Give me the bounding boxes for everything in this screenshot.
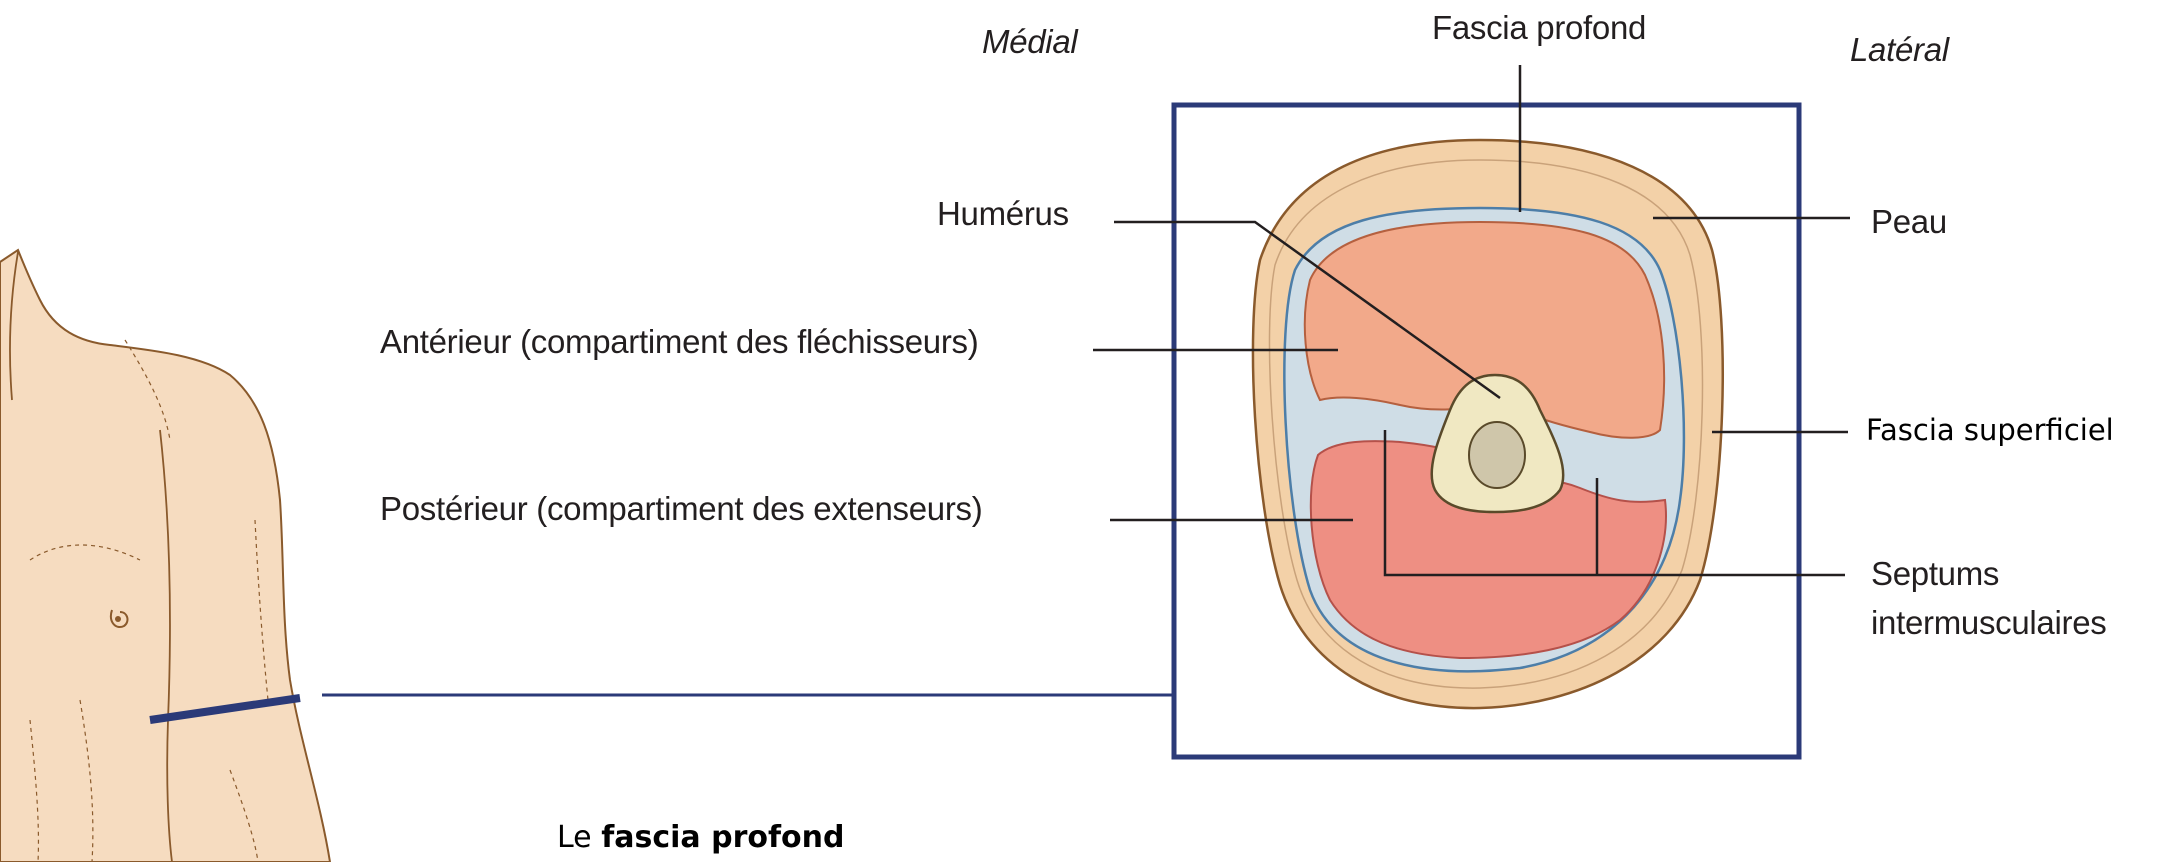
caption: Le fascia profond [557,818,844,857]
posterior-compartment-label: Postérieur (compartiment des extenseurs) [380,489,982,529]
peau-label: Peau [1871,202,1947,242]
humerus-label: Humérus [937,194,1069,234]
caption-prefix: Le [557,820,601,855]
humerus-marrow [1469,422,1525,488]
fascia-profond-label: Fascia profond [1432,8,1646,48]
lateral-label: Latéral [1850,30,1949,70]
septums-label-line1: Septums [1871,554,1999,594]
septums-label-line2: intermusculaires [1871,603,2106,643]
caption-emphasis: fascia profond [601,820,844,855]
fascia-superficiel-label: Fascia superficiel [1866,413,2114,448]
anterior-compartment-label: Antérieur (compartiment des fléchisseurs… [380,322,978,362]
medial-label: Médial [982,22,1077,62]
torso-sketch [0,250,330,862]
